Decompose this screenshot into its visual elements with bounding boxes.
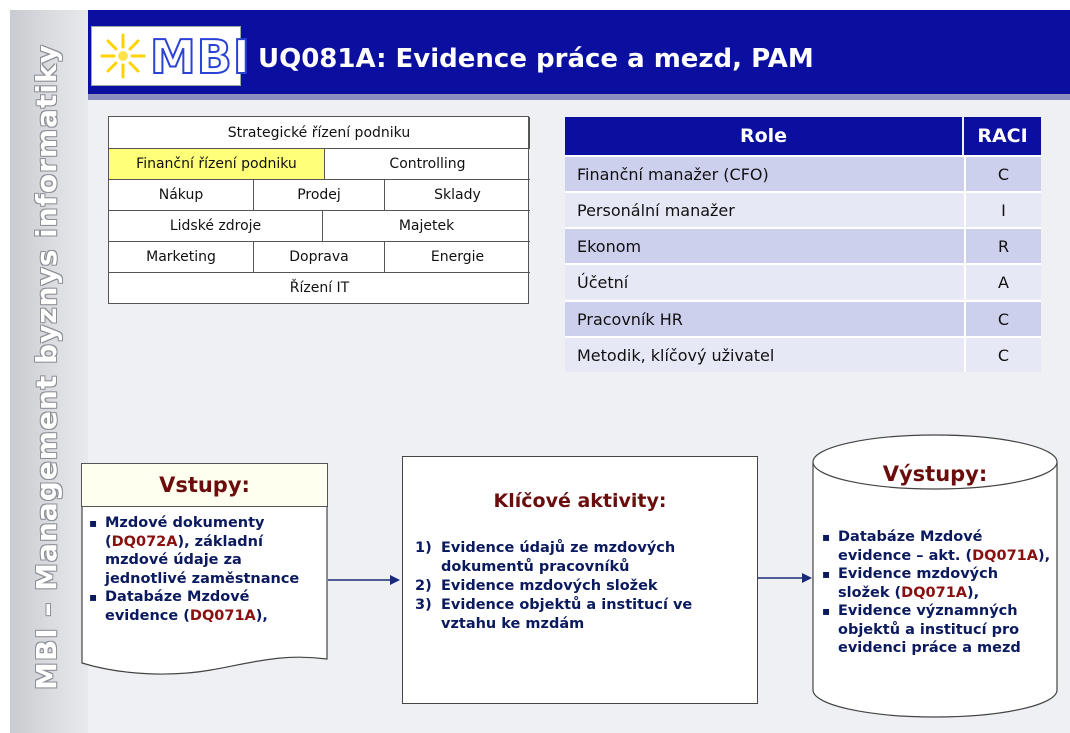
org-cell-transport: Doprava	[254, 242, 385, 273]
input-item: Mzdové dokumenty (DQ072A), základní mzdo…	[85, 514, 321, 588]
raci-header-raci: RACI	[964, 117, 1041, 155]
sidebar-band	[10, 10, 88, 733]
raci-code: I	[964, 193, 1041, 227]
raci-row: Finanční manažer (CFO) C	[565, 155, 1041, 191]
activity-item: 1)Evidence údajů ze mzdových dokumentů p…	[415, 540, 676, 575]
logo-text: MBI	[149, 30, 251, 84]
raci-role: Personální manažer	[577, 200, 735, 220]
org-cell-sales: Prodej	[254, 180, 385, 211]
activity-item: 2)Evidence mzdových složek	[415, 578, 658, 594]
activities-list: 1)Evidence údajů ze mzdových dokumentů p…	[415, 539, 751, 634]
output-item: Databáze Mzdové evidence – akt. (DQ071A)…	[818, 528, 1054, 565]
raci-code: C	[964, 338, 1041, 372]
raci-row: Účetní A	[565, 263, 1041, 299]
org-cell-finance-highlighted: Finanční řízení podniku	[109, 149, 325, 180]
raci-role: Finanční manažer (CFO)	[577, 164, 769, 184]
arrow-activities-to-outputs	[758, 573, 812, 583]
sun-icon	[100, 33, 146, 79]
inputs-list: Mzdové dokumenty (DQ072A), základní mzdo…	[85, 514, 321, 625]
output-item: Evidence mzdových složek (DQ071A),	[818, 565, 1054, 602]
outputs-title: Výstupy:	[882, 462, 988, 486]
org-cell-energy: Energie	[385, 242, 530, 273]
page-title: UQ081A: Evidence práce a mezd, PAM	[258, 44, 814, 74]
outputs-database: Výstupy: Databáze Mzdové evidence – akt.…	[812, 434, 1058, 718]
org-cell-marketing: Marketing	[109, 242, 254, 273]
raci-row: Ekonom R	[565, 227, 1041, 263]
raci-header-role: Role	[565, 117, 962, 155]
inputs-document: Vstupy: Mzdové dokumenty (DQ072A), zákla…	[81, 463, 328, 678]
org-cell-hr: Lidské zdroje	[109, 211, 323, 242]
raci-role: Účetní	[577, 272, 629, 292]
raci-role: Pracovník HR	[577, 309, 683, 329]
org-cell-controlling: Controlling	[325, 149, 530, 180]
raci-code: C	[964, 157, 1041, 191]
raci-code: A	[964, 265, 1041, 299]
activities-title: Klíčové aktivity:	[493, 490, 667, 512]
sidebar-title: MBI – Management byznys informatiky	[30, 44, 63, 690]
org-cell-it: Řízení IT	[289, 280, 350, 296]
org-cell-warehouses: Sklady	[385, 180, 530, 211]
raci-table: Role RACI Finanční manažer (CFO) C Perso…	[565, 117, 1041, 374]
activity-item: 3)Evidence objektů a institucí ve vztahu…	[415, 597, 693, 632]
input-item: Databáze Mzdové evidence (DQ071A),	[85, 588, 321, 625]
raci-role: Metodik, klíčový uživatel	[577, 345, 775, 365]
org-cell-purchasing: Nákup	[109, 180, 254, 211]
raci-row: Personální manažer I	[565, 191, 1041, 227]
outputs-list: Databáze Mzdové evidence – akt. (DQ071A)…	[818, 528, 1054, 658]
inputs-title: Vstupy:	[81, 463, 328, 507]
raci-role: Ekonom	[577, 236, 642, 256]
title-bar	[88, 10, 1070, 100]
arrow-inputs-to-activities	[328, 575, 400, 585]
raci-row: Metodik, klíčový uživatel C	[565, 336, 1041, 372]
output-item: Evidence významných objektů a institucí …	[818, 602, 1054, 658]
org-cell-strategic: Strategické řízení podniku	[109, 117, 530, 149]
raci-code: C	[964, 302, 1041, 336]
activities-box: Klíčové aktivity: 1)Evidence údajů ze mz…	[402, 456, 758, 704]
org-chart: Strategické řízení podniku Finanční říze…	[108, 116, 530, 304]
raci-code: R	[964, 229, 1041, 263]
mbi-logo: MBI	[91, 26, 251, 86]
org-cell-assets: Majetek	[323, 211, 530, 242]
raci-row: Pracovník HR C	[565, 300, 1041, 336]
